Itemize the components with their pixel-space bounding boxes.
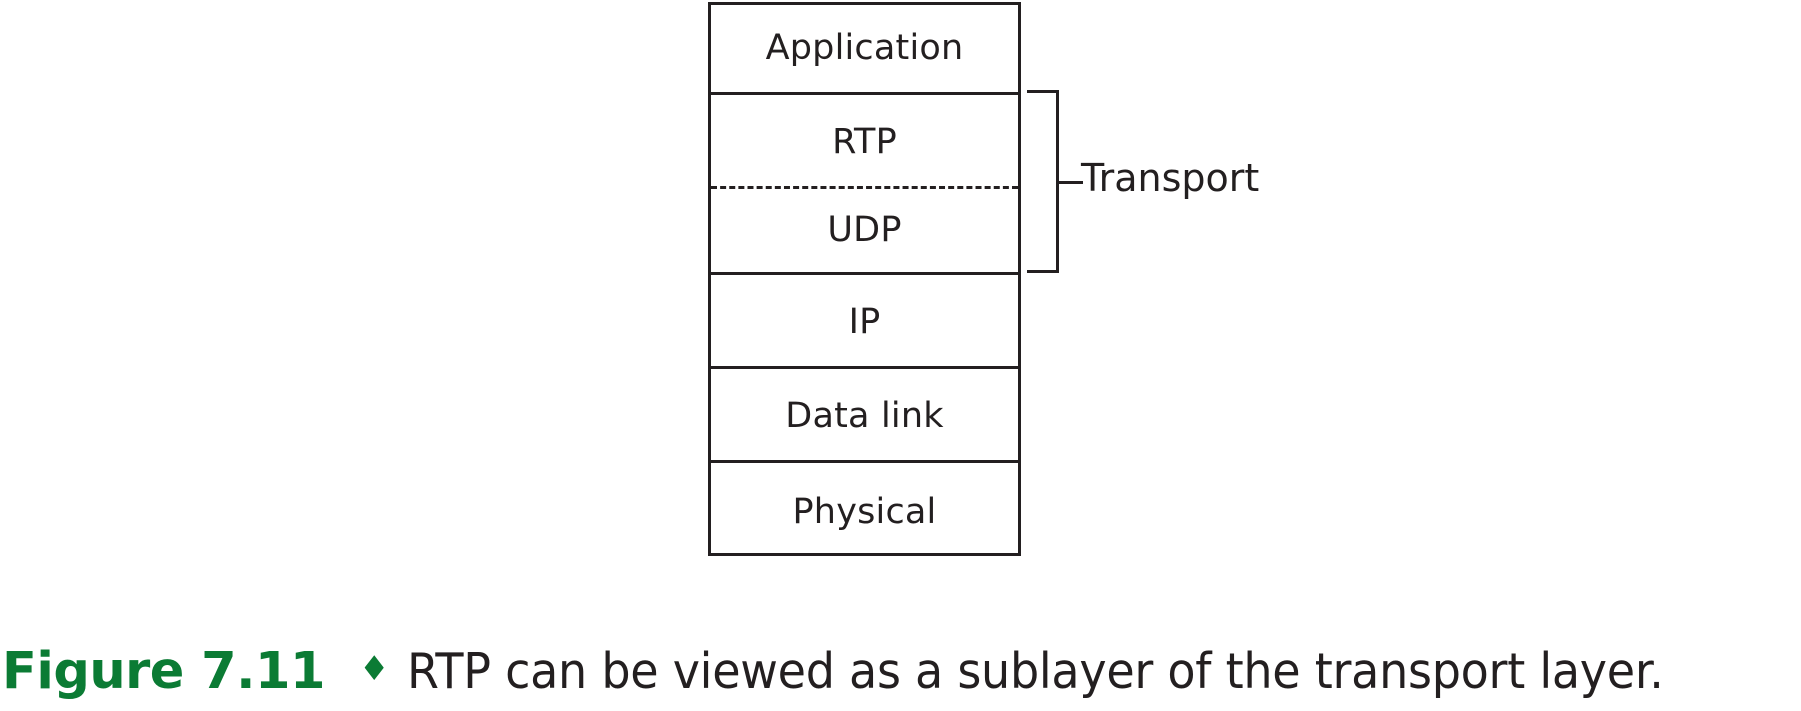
stack-layer-label: UDP (827, 210, 902, 250)
transport-bracket-top-arm (1027, 90, 1059, 93)
transport-annotation-label: Transport (1081, 156, 1260, 200)
stack-layer-label: Data link (785, 395, 944, 436)
stack-layer-application: Application (711, 5, 1018, 95)
stack-layer-label: IP (848, 301, 881, 342)
figure-number: Figure 7.11 (2, 641, 325, 701)
stack-layer-label: RTP (832, 121, 897, 162)
transport-bracket-stem (1056, 181, 1083, 184)
stack-layer-udp: UDP (711, 189, 1018, 275)
stack-layer-data-link: Data link (711, 372, 1018, 463)
diamond-icon: ♦ (358, 649, 390, 689)
stack-layer-rtp: RTP (711, 98, 1018, 186)
stack-layer-label: Physical (792, 492, 937, 532)
rtp-udp-dashed-divider (711, 186, 1018, 189)
figure-caption: Figure 7.11 ♦ RTP can be viewed as a sub… (2, 641, 1801, 701)
protocol-stack-box: Application RTP UDP IP Data link Physica… (708, 2, 1021, 556)
figure-caption-text: RTP can be viewed as a sublayer of the t… (407, 642, 1665, 700)
transport-bracket-bottom-arm (1027, 270, 1059, 273)
stack-layer-physical: Physical (711, 466, 1018, 559)
stack-layer-ip: IP (711, 278, 1018, 369)
stack-layer-label: Application (765, 28, 964, 68)
